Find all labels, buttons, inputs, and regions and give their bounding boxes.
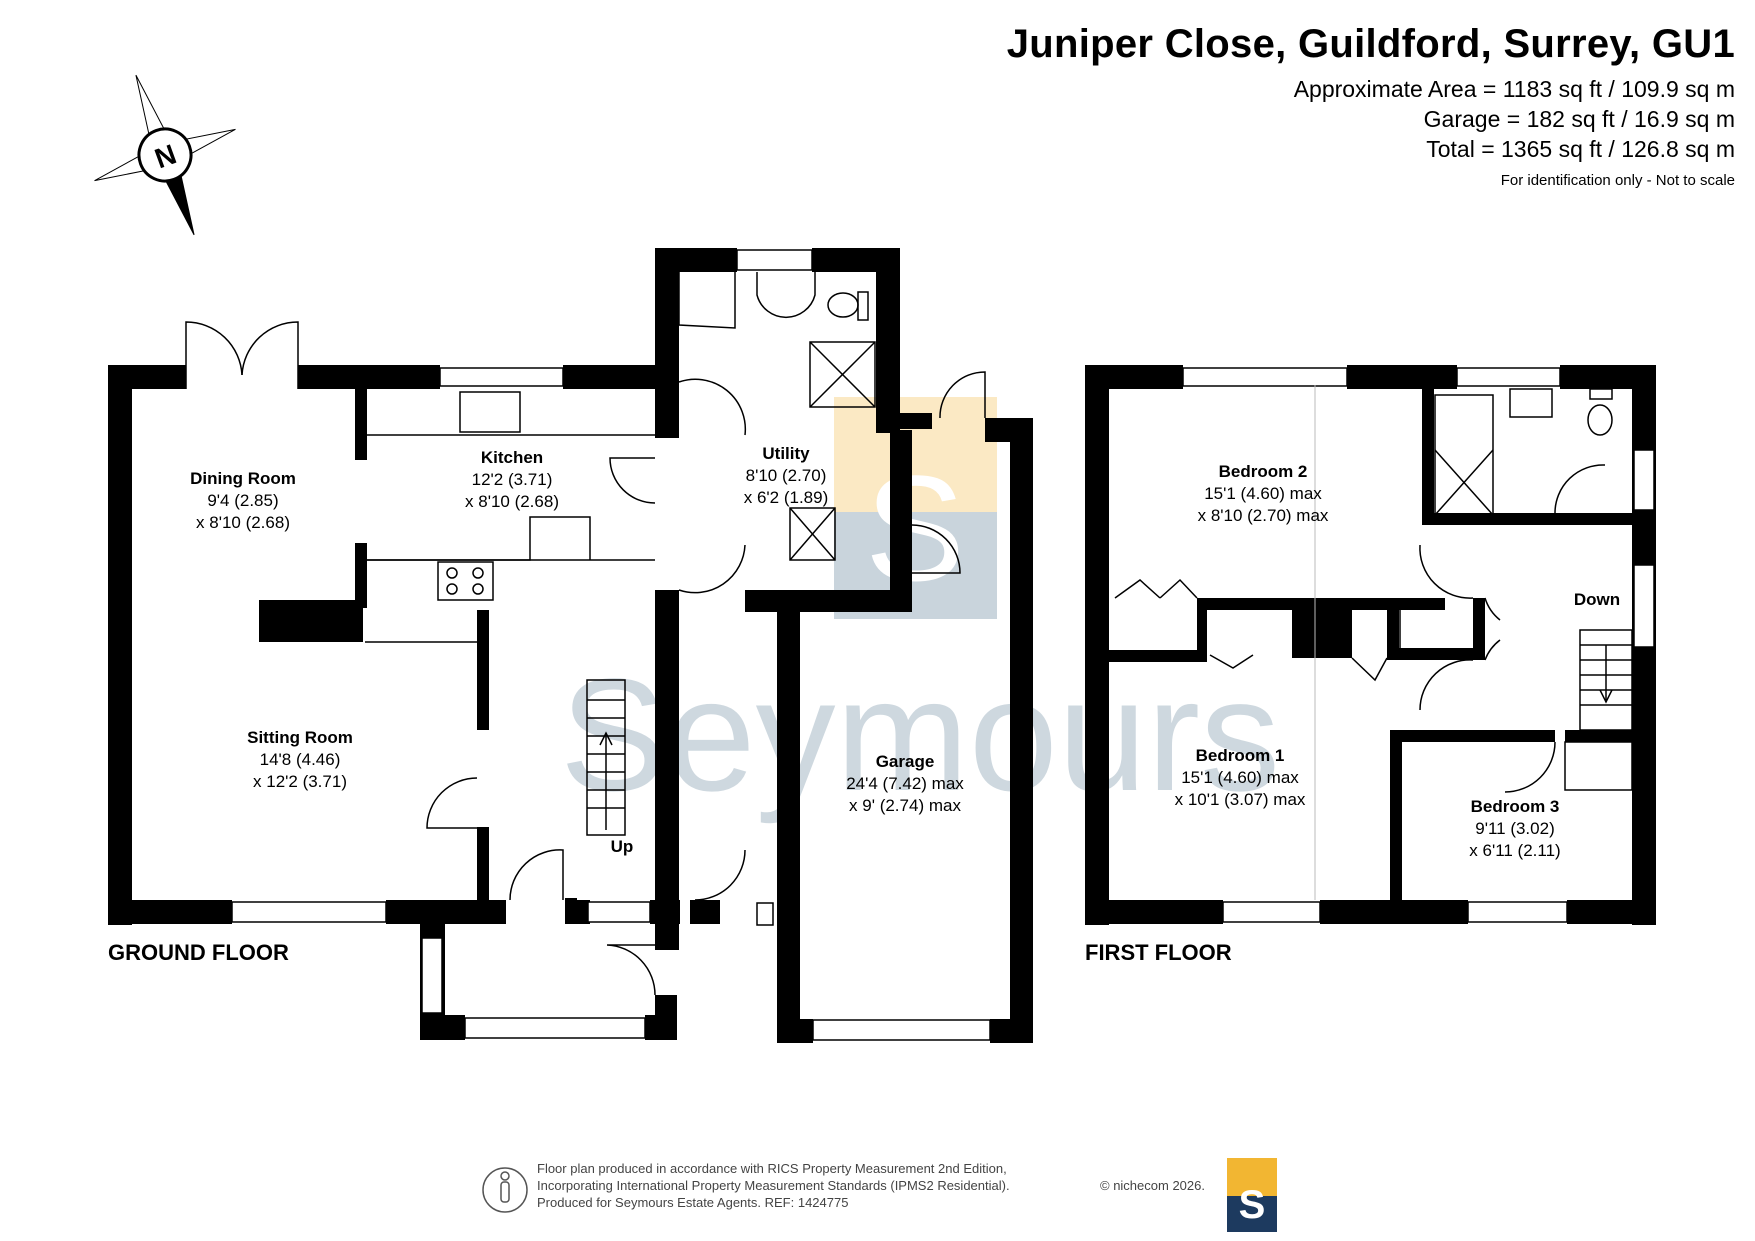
utility-name: Utility [762, 444, 810, 463]
watermark-text: Seymours [560, 645, 1280, 824]
bedroom-3-dim2: x 6'11 (2.11) [1469, 841, 1560, 860]
person-icon [482, 1167, 528, 1213]
plan-title: Juniper Close, Guildford, Surrey, GU1 [1006, 22, 1735, 66]
ground-fixtures [185, 272, 986, 996]
ground-windows [231, 249, 991, 1041]
garage-dim2: x 9' (2.74) max [849, 796, 961, 815]
sitting-room-name: Sitting Room [247, 728, 353, 747]
first-floor-label: FIRST FLOOR [1085, 940, 1232, 965]
garage-area: Garage = 182 sq ft / 16.9 sq m [1423, 106, 1735, 132]
first-fixtures [1114, 385, 1633, 900]
footer-line-3: Produced for Seymours Estate Agents. REF… [537, 1195, 849, 1210]
bedroom-1-dim1: 15'1 (4.60) max [1181, 768, 1299, 787]
footer-line-1: Floor plan produced in accordance with R… [537, 1161, 1007, 1176]
compass-icon [94, 74, 236, 236]
ground-floor-label: GROUND FLOOR [108, 940, 289, 965]
dining-room-dim2: x 8'10 (2.68) [196, 513, 290, 532]
kitchen-dim2: x 8'10 (2.68) [465, 492, 559, 511]
kitchen-name: Kitchen [481, 448, 543, 467]
first-windows [1182, 367, 1655, 923]
utility-dim2: x 6'2 (1.89) [744, 488, 829, 507]
garage-dim1: 24'4 (7.42) max [846, 774, 964, 793]
footer-line-2: Incorporating International Property Mea… [537, 1178, 1010, 1193]
logo-letter: S [1239, 1183, 1266, 1227]
utility-dim1: 8'10 (2.70) [746, 466, 827, 485]
scale-disclaimer: For identification only - Not to scale [1500, 172, 1735, 189]
copyright: © nichecom 2026. [1100, 1178, 1205, 1193]
stairs-up-label: Up [611, 837, 634, 856]
bedroom-3-dim1: 9'11 (3.02) [1475, 819, 1554, 838]
sitting-room-dim2: x 12'2 (3.71) [253, 772, 347, 791]
bedroom-3-name: Bedroom 3 [1471, 797, 1560, 816]
kitchen-dim1: 12'2 (3.71) [472, 470, 553, 489]
watermark-letter: S [865, 444, 965, 612]
sitting-room-dim1: 14'8 (4.46) [260, 750, 341, 769]
total-area: Total = 1365 sq ft / 126.8 sq m [1426, 136, 1735, 162]
footer-text: Floor plan produced in accordance with R… [537, 1160, 1010, 1211]
seymours-logo: S [1227, 1158, 1277, 1232]
bedroom-1-name: Bedroom 1 [1196, 746, 1285, 765]
stairs-down-label: Down [1574, 590, 1620, 609]
bedroom-2-dim1: 15'1 (4.60) max [1204, 484, 1322, 503]
room-labels: Dining Room 9'4 (2.85) x 8'10 (2.68) Kit… [190, 444, 1620, 860]
garage-name: Garage [876, 752, 935, 771]
ground-floor-walls [108, 248, 1033, 1043]
bedroom-2-dim2: x 8'10 (2.70) max [1198, 506, 1329, 525]
dining-room-name: Dining Room [190, 469, 296, 488]
bedroom-2-name: Bedroom 2 [1219, 462, 1308, 481]
approx-area: Approximate Area = 1183 sq ft / 109.9 sq… [1293, 76, 1735, 102]
bedroom-1-dim2: x 10'1 (3.07) max [1175, 790, 1306, 809]
dining-room-dim1: 9'4 (2.85) [207, 491, 278, 510]
